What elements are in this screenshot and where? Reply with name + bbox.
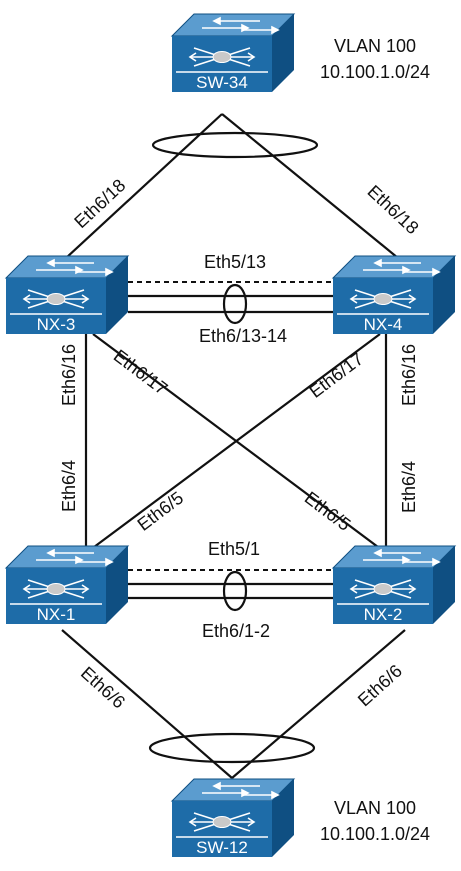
switch-sw12[interactable]: SW-12 [171,778,295,858]
link-nx1-sw12 [61,629,233,779]
network-label-bottom: 10.100.1.0/24 [320,824,430,844]
portchannel-ring-bottom [148,732,316,764]
port-label-nx1-nx2-peer: Eth6/1-2 [202,621,270,641]
device-label: SW-34 [196,73,248,92]
port-label-nx3-nx4-keepalive: Eth5/13 [204,252,266,272]
device-label: NX-3 [37,315,76,334]
device-label: NX-1 [37,605,76,624]
peer-link-ring-upper [222,283,248,325]
links-layer [61,113,406,779]
link-nx2-sw12 [231,629,406,779]
switch-nx2[interactable]: NX-2 [332,545,456,625]
port-label-nx3-nx4-peer: Eth6/13-14 [199,326,287,346]
port-label-nx1-up: Eth6/4 [59,460,79,512]
switch-sw34[interactable]: SW-34 [171,13,295,93]
switch-nx4[interactable]: NX-4 [332,255,456,335]
device-label: NX-2 [364,605,403,624]
port-label-nx1-nx2-keepalive: Eth5/1 [208,539,260,559]
device-label: SW-12 [196,838,248,857]
link-nx4-nx1 [85,333,381,554]
vlan-label-bottom: VLAN 100 [334,798,416,818]
switch-nx3[interactable]: NX-3 [5,255,129,335]
switch-nx1[interactable]: NX-1 [5,545,129,625]
port-label-nx3-cross: Eth6/17 [110,346,172,399]
portchannel-ring-top [151,131,319,159]
link-sw34-nx3 [65,113,223,259]
port-label-nx4-cross: Eth6/17 [306,349,368,402]
vlan-label-top: VLAN 100 [334,36,416,56]
device-label: NX-4 [364,315,403,334]
network-label-top: 10.100.1.0/24 [320,62,430,82]
port-label-nx2-up: Eth6/4 [399,461,419,513]
peer-link-ring-lower [222,570,248,612]
link-nx3-nx2 [92,333,387,554]
port-label-nx2-cross: Eth6/5 [301,488,355,535]
port-label-sw34-nx4: Eth6/18 [364,181,423,238]
port-label-nx1-sw12: Eth6/6 [77,663,129,713]
port-label-nx3-down: Eth6/16 [59,344,79,406]
port-label-nx4-down: Eth6/16 [399,344,419,406]
port-label-sw34-nx3: Eth6/18 [70,175,129,232]
link-sw34-nx4 [221,113,399,259]
